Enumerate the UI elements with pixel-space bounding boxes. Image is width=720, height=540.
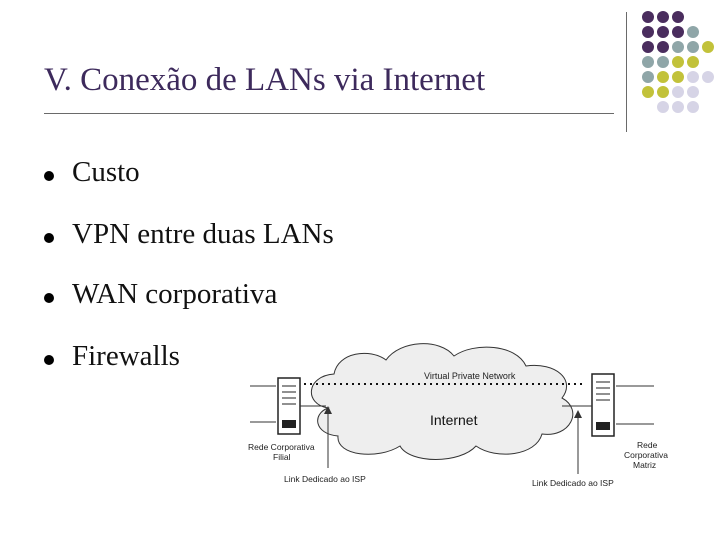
bullet-text: Custo [72, 156, 140, 188]
dot [657, 41, 669, 53]
bullet-text: VPN entre duas LANs [72, 218, 334, 250]
dot [672, 26, 684, 38]
bullet-icon [44, 293, 54, 303]
bullet-icon [44, 233, 54, 243]
server-icon [277, 377, 301, 435]
dot [702, 41, 714, 53]
dot [657, 86, 669, 98]
right-site-label: Matriz [633, 460, 656, 470]
dot [687, 101, 699, 113]
bullet-text: Firewalls [72, 340, 180, 372]
dot [642, 11, 654, 23]
dot [687, 41, 699, 53]
internet-cloud [310, 343, 574, 460]
dot [642, 41, 654, 53]
bullet-text: WAN corporativa [72, 278, 278, 310]
dot [642, 86, 654, 98]
internet-label: Internet [430, 412, 478, 428]
right-link-label: Link Dedicado ao ISP [532, 478, 614, 488]
bullet-icon [44, 171, 54, 181]
dot [657, 56, 669, 68]
server-icon [591, 373, 615, 437]
vertical-divider [626, 12, 627, 132]
dot [657, 26, 669, 38]
dot [687, 26, 699, 38]
dot [687, 86, 699, 98]
dot [687, 56, 699, 68]
dot [657, 101, 669, 113]
dot [672, 56, 684, 68]
right-site-label: Rede [637, 440, 658, 450]
dot [672, 11, 684, 23]
bullet-icon [44, 355, 54, 365]
left-site-label: Rede Corporativa [248, 442, 315, 452]
dot [672, 86, 684, 98]
dot [672, 101, 684, 113]
dot [672, 41, 684, 53]
vpn-label: Virtual Private Network [424, 371, 516, 381]
dot [702, 71, 714, 83]
dot [642, 71, 654, 83]
right-site-label: Corporativa [624, 450, 668, 460]
dot [672, 71, 684, 83]
dot [657, 11, 669, 23]
title-underline [44, 113, 614, 114]
dot [642, 26, 654, 38]
left-site-label: Filial [273, 452, 291, 462]
left-link-label: Link Dedicado ao ISP [284, 474, 366, 484]
decorative-dot-grid [642, 11, 714, 113]
dot [657, 71, 669, 83]
dot [687, 71, 699, 83]
dot [642, 56, 654, 68]
vpn-network-diagram: Virtual Private Network Internet Rede Co… [248, 343, 668, 488]
slide-title: V. Conexão de LANs via Internet [44, 62, 486, 98]
